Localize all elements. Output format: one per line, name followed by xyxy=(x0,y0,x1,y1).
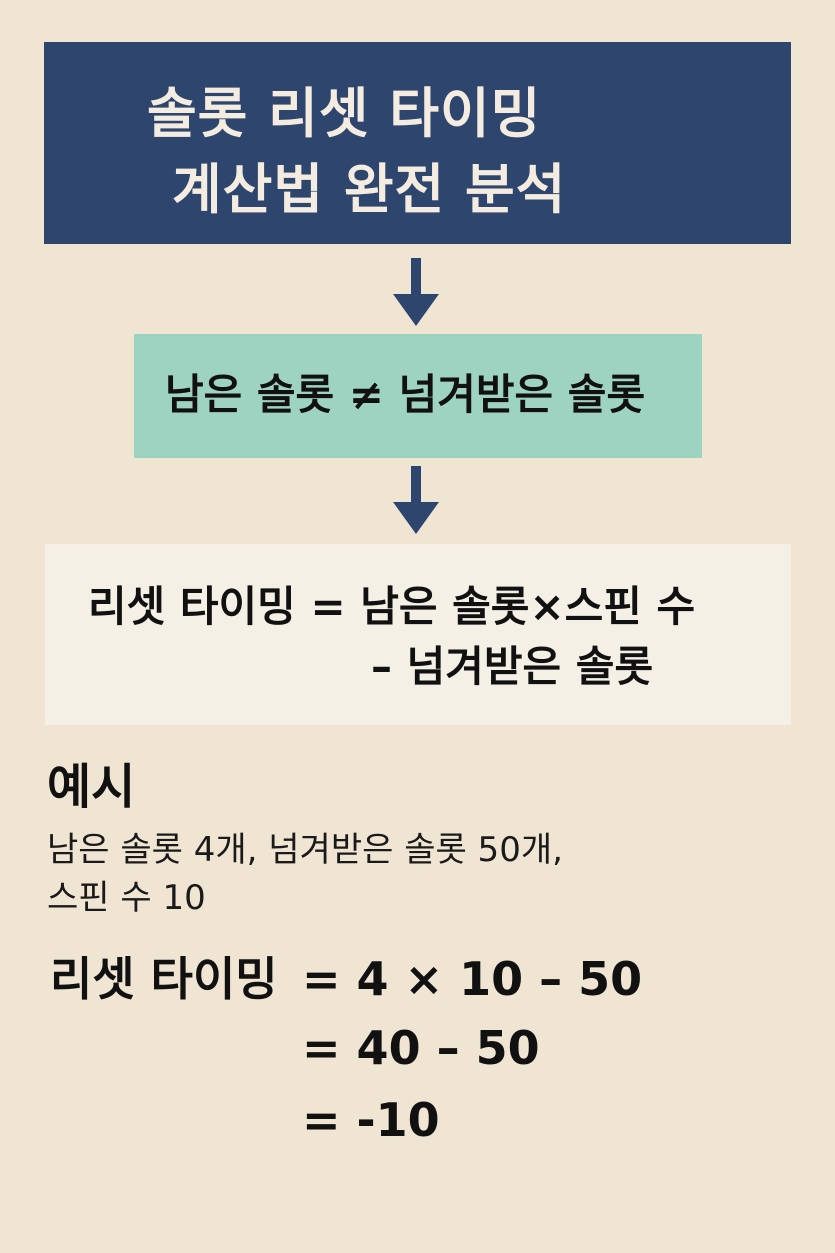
comparison-box: 남은 솔롯 ≠ 넘겨받은 솔롯 xyxy=(134,334,702,458)
calc-label: 리셋 타이밍 xyxy=(50,952,278,1006)
calc-step-2: = 40 – 50 xyxy=(302,1021,540,1075)
formula-line-2: – 넘겨받은 솔롯 xyxy=(371,642,654,691)
comparison-text: 남은 솔롯 ≠ 넘겨받은 솔롯 xyxy=(165,370,646,419)
arrow-down-icon xyxy=(393,466,439,534)
calc-step-3: = -10 xyxy=(302,1093,440,1147)
calc-step-1: = 4 × 10 – 50 xyxy=(302,952,643,1006)
title-line-2: 계산법 완전 분석 xyxy=(172,158,567,221)
title-line-1: 솔롯 리셋 타이밍 xyxy=(147,82,542,145)
example-heading: 예시 xyxy=(47,759,136,815)
example-desc-line-2: 스핀 수 10 xyxy=(47,878,206,918)
title-box: 솔롯 리셋 타이밍 계산법 완전 분석 xyxy=(44,42,791,244)
arrow-down-icon xyxy=(393,258,439,326)
formula-line-1: 리셋 타이밍 = 남은 솔롯×스핀 수 xyxy=(88,582,696,631)
example-description: 남은 솔롯 4개, 넘겨받은 솔롯 50개, 스핀 수 10 xyxy=(47,826,787,922)
formula-box: 리셋 타이밍 = 남은 솔롯×스핀 수 – 넘겨받은 솔롯 xyxy=(45,544,791,725)
example-desc-line-1: 남은 솔롯 4개, 넘겨받은 솔롯 50개, xyxy=(47,830,563,870)
